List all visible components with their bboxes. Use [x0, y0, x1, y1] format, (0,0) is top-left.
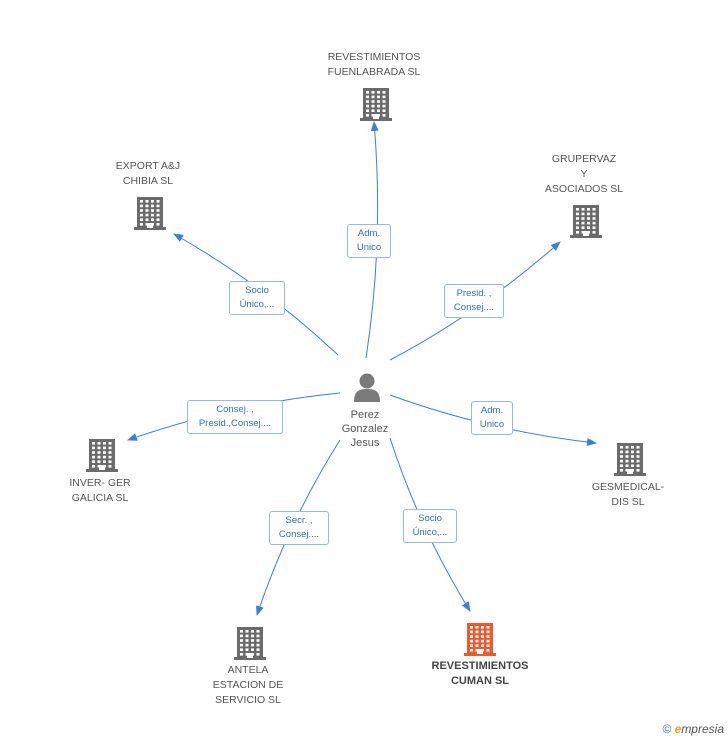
- person-icon[interactable]: [353, 372, 381, 402]
- role-badge-export[interactable]: Socio Único,...: [229, 281, 285, 315]
- company-label-cuman[interactable]: REVESTIMIENTOS CUMAN SL: [431, 660, 529, 687]
- building-icon[interactable]: [570, 204, 602, 243]
- role-badge-grupervaz[interactable]: Presid. , Consej....: [444, 284, 504, 318]
- footer-brand: © empresia: [662, 722, 724, 736]
- company-label-inverger[interactable]: INVER- GER GALICIA SL: [69, 477, 131, 504]
- company-label-antela[interactable]: ANTELA ESTACION DE SERVICIO SL: [212, 664, 284, 706]
- building-icon[interactable]: [234, 626, 266, 665]
- building-icon[interactable]: [360, 87, 392, 126]
- company-label-gesmedical[interactable]: GESMEDICAL- DIS SL: [591, 481, 665, 508]
- company-label-grupervaz[interactable]: GRUPERVAZ Y ASOCIADOS SL: [544, 153, 624, 195]
- company-label-export[interactable]: EXPORT A&J CHIBIA SL: [115, 160, 181, 187]
- copyright-symbol: ©: [662, 722, 672, 736]
- brand-name: mpresia: [681, 722, 724, 736]
- building-icon[interactable]: [134, 196, 166, 235]
- role-badge-antela[interactable]: Secr. , Consej....: [269, 511, 329, 545]
- brand-logo-initial: e: [674, 722, 682, 736]
- person-name[interactable]: Perez Gonzalez Jesus: [341, 409, 389, 449]
- role-badge-inverger[interactable]: Consej. , Presid.,Consej....: [187, 400, 283, 434]
- role-badge-gesmedical[interactable]: Adm. Unico: [471, 401, 513, 435]
- role-badge-fuenlabrada[interactable]: Adm. Unico: [347, 224, 391, 258]
- role-badge-cuman[interactable]: Socio Único,...: [403, 509, 457, 543]
- building-icon[interactable]: [86, 438, 118, 477]
- building-icon[interactable]: [614, 442, 646, 481]
- building-icon[interactable]: [464, 622, 496, 661]
- company-label-fuenlabrada[interactable]: REVESTIMIENTOS FUENLABRADA SL: [327, 51, 421, 78]
